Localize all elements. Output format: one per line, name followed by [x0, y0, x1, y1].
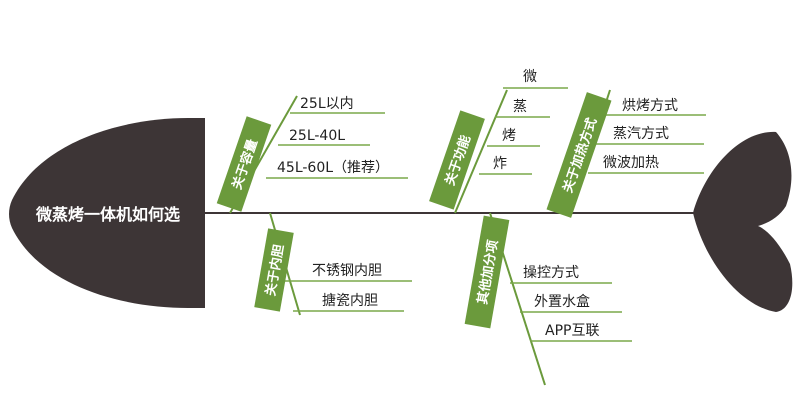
items-other: 操控方式 外置水盒 APP互联 — [523, 265, 599, 339]
item-app-connect: APP互联 — [545, 323, 599, 339]
category-label-capacity: 关于容量 — [216, 116, 272, 212]
item-control-method: 操控方式 — [523, 265, 579, 281]
item-external-water-tank: 外置水盒 — [534, 293, 590, 310]
item-25l-40l: 25L-40L — [289, 128, 345, 144]
items-capacity: 25L以内 25L-40L 45L-60L（推荐） — [277, 96, 389, 176]
items-function: 微 蒸 烤 炸 — [493, 69, 537, 172]
items-liner: 不锈钢内胆 搪瓷内胆 — [312, 263, 382, 309]
item-microwave-heating: 微波加热 — [603, 155, 659, 171]
item-steam: 蒸 — [513, 99, 527, 115]
category-label-liner: 关于内胆 — [254, 228, 294, 312]
category-label-heating: 关于加热方式 — [546, 92, 612, 218]
bone-function — [454, 89, 508, 214]
item-stainless-liner: 不锈钢内胆 — [312, 263, 382, 279]
fish-head — [9, 118, 205, 308]
category-label-other: 其他加分项 — [464, 215, 510, 329]
items-heating: 烘烤方式 蒸汽方式 微波加热 — [603, 98, 678, 171]
item-25l-below: 25L以内 — [300, 96, 354, 112]
item-microwave: 微 — [523, 69, 537, 85]
item-steam-method: 蒸汽方式 — [613, 126, 669, 142]
fish-tail — [693, 131, 793, 312]
item-underlines — [266, 87, 706, 342]
item-bake: 烤 — [502, 128, 516, 144]
head-label: 微蒸烤一体机如何选 — [35, 205, 180, 224]
item-baking-method: 烘烤方式 — [622, 98, 678, 114]
item-fry: 炸 — [493, 156, 507, 172]
item-enamel-liner: 搪瓷内胆 — [322, 293, 378, 309]
item-45l-60l: 45L-60L（推荐） — [277, 160, 389, 176]
